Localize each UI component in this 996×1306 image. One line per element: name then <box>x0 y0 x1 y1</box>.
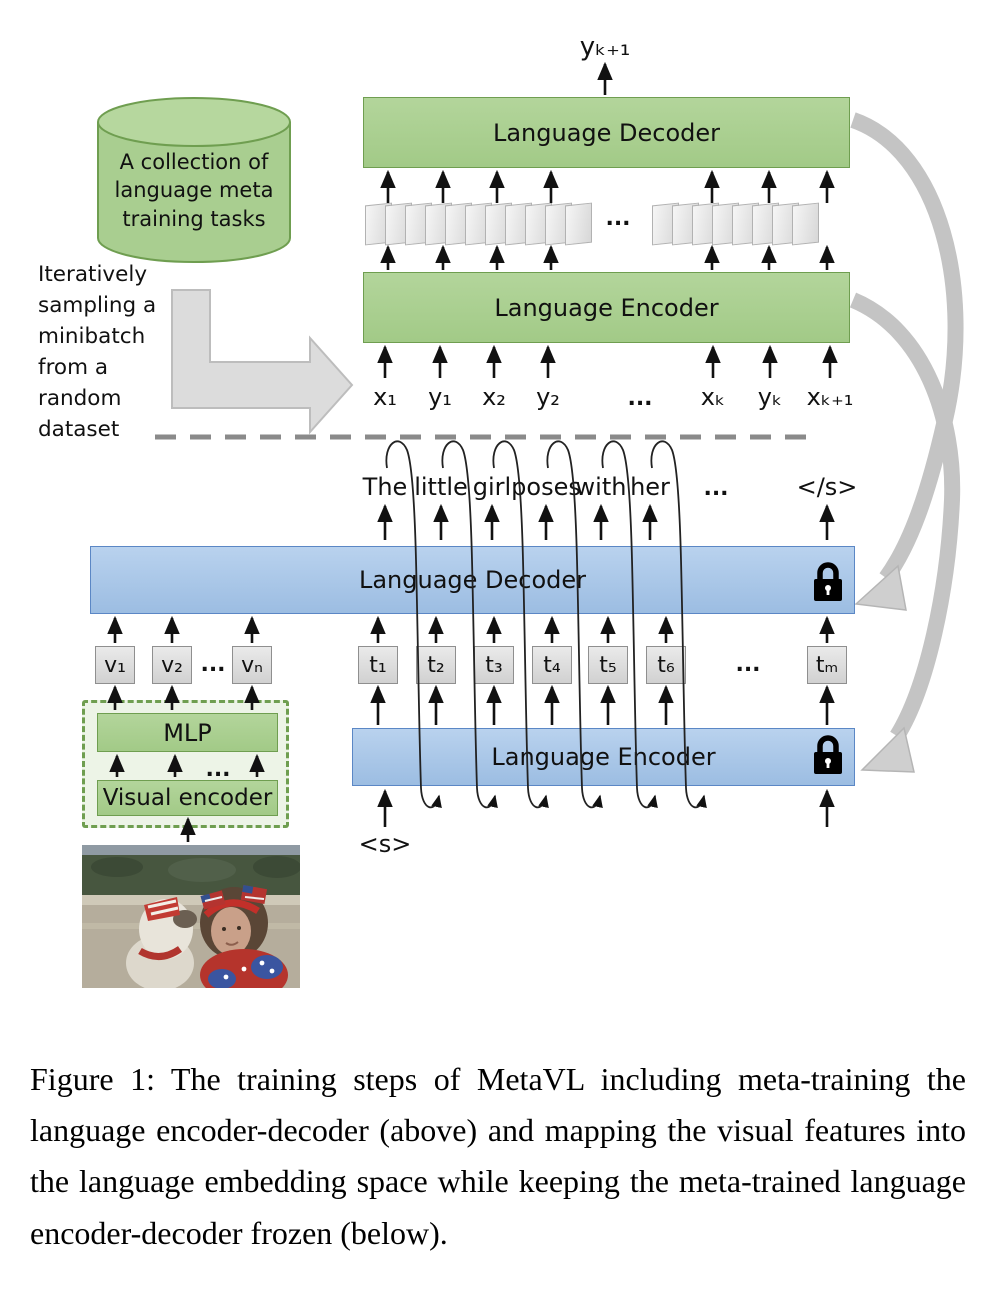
text-token-ellipsis: ... <box>735 652 761 677</box>
stack-ellipsis: ... <box>605 206 631 231</box>
mlp-label: MLP <box>163 718 212 747</box>
meta-language-encoder-label: Language Encoder <box>494 293 719 322</box>
word-poses: poses <box>511 473 581 501</box>
flag-bow-left <box>200 890 226 910</box>
text-token-t5: t₅ <box>588 646 628 684</box>
input-label-xk: xₖ <box>700 383 726 411</box>
frozen-language-encoder-label: Language Encoder <box>491 743 716 771</box>
input-label-y2: y₂ <box>536 383 560 411</box>
input-ellipsis: ... <box>627 386 653 411</box>
text-token-t3: t₃ <box>474 646 514 684</box>
weight-transfer-arrow-decoder <box>850 112 964 611</box>
stack-card <box>792 202 819 246</box>
frozen-language-decoder-box: Language Decoder <box>90 546 855 614</box>
text-token-t1: t₁ <box>358 646 398 684</box>
word-ellipsis: ... <box>703 476 729 501</box>
meta-language-encoder-box: Language Encoder <box>363 272 850 343</box>
word-the: The <box>362 473 408 501</box>
meta-language-decoder-box: Language Decoder <box>363 97 850 168</box>
sampling-note: Iteratively sampling a minibatch from a … <box>38 262 157 442</box>
dataset-cylinder-text: A collection of language meta training t… <box>114 150 274 231</box>
flag-bow-right <box>240 885 268 904</box>
visual-token-vn: vₙ <box>232 646 272 684</box>
output-token-label: yₖ₊₁ <box>579 32 631 62</box>
mlp-box: MLP <box>97 713 278 752</box>
visual-encoder-label: Visual encoder <box>102 785 273 811</box>
weight-transfer-arrow-encoder <box>849 292 961 773</box>
lock-icon-decoder <box>814 562 842 601</box>
sampling-arrow-icon <box>171 289 354 435</box>
meta-language-decoder-label: Language Decoder <box>492 118 721 147</box>
background-shapes-layer <box>97 97 964 773</box>
photo-girl-with-dog <box>82 845 300 988</box>
input-label-yk: yₖ <box>757 383 783 411</box>
text-token-t2: t₂ <box>416 646 456 684</box>
frozen-language-encoder-box: Language Encoder <box>352 728 855 786</box>
input-label-xk1: xₖ₊₁ <box>806 383 854 411</box>
input-label-y1: y₁ <box>428 383 452 411</box>
frozen-language-decoder-label: Language Decoder <box>358 566 587 594</box>
stack-card <box>565 202 592 246</box>
text-token-t4: t₄ <box>532 646 572 684</box>
figure-caption: Figure 1: The training steps of MetaVL i… <box>30 1061 966 1251</box>
word-with: with <box>575 473 627 501</box>
word-girl: girl <box>472 473 512 501</box>
input-label-x2: x₂ <box>482 383 506 411</box>
lock-icon-encoder <box>814 735 842 774</box>
start-token-label: <s> <box>358 830 412 858</box>
input-label-x1: x₁ <box>373 383 397 411</box>
mlp-ellipsis: ... <box>205 757 231 782</box>
text-token-t6: t₆ <box>646 646 686 684</box>
word-little: little <box>414 473 468 501</box>
dataset-cylinder-icon <box>97 97 291 263</box>
text-token-tm: tₘ <box>807 646 847 684</box>
visual-encoder-box: Visual encoder <box>97 780 278 816</box>
word-her: her <box>630 473 670 501</box>
visual-token-v1: v₁ <box>95 646 135 684</box>
word-eos: </s> <box>796 473 858 501</box>
visual-token-v2: v₂ <box>152 646 192 684</box>
visual-token-ellipsis: ... <box>200 652 226 677</box>
